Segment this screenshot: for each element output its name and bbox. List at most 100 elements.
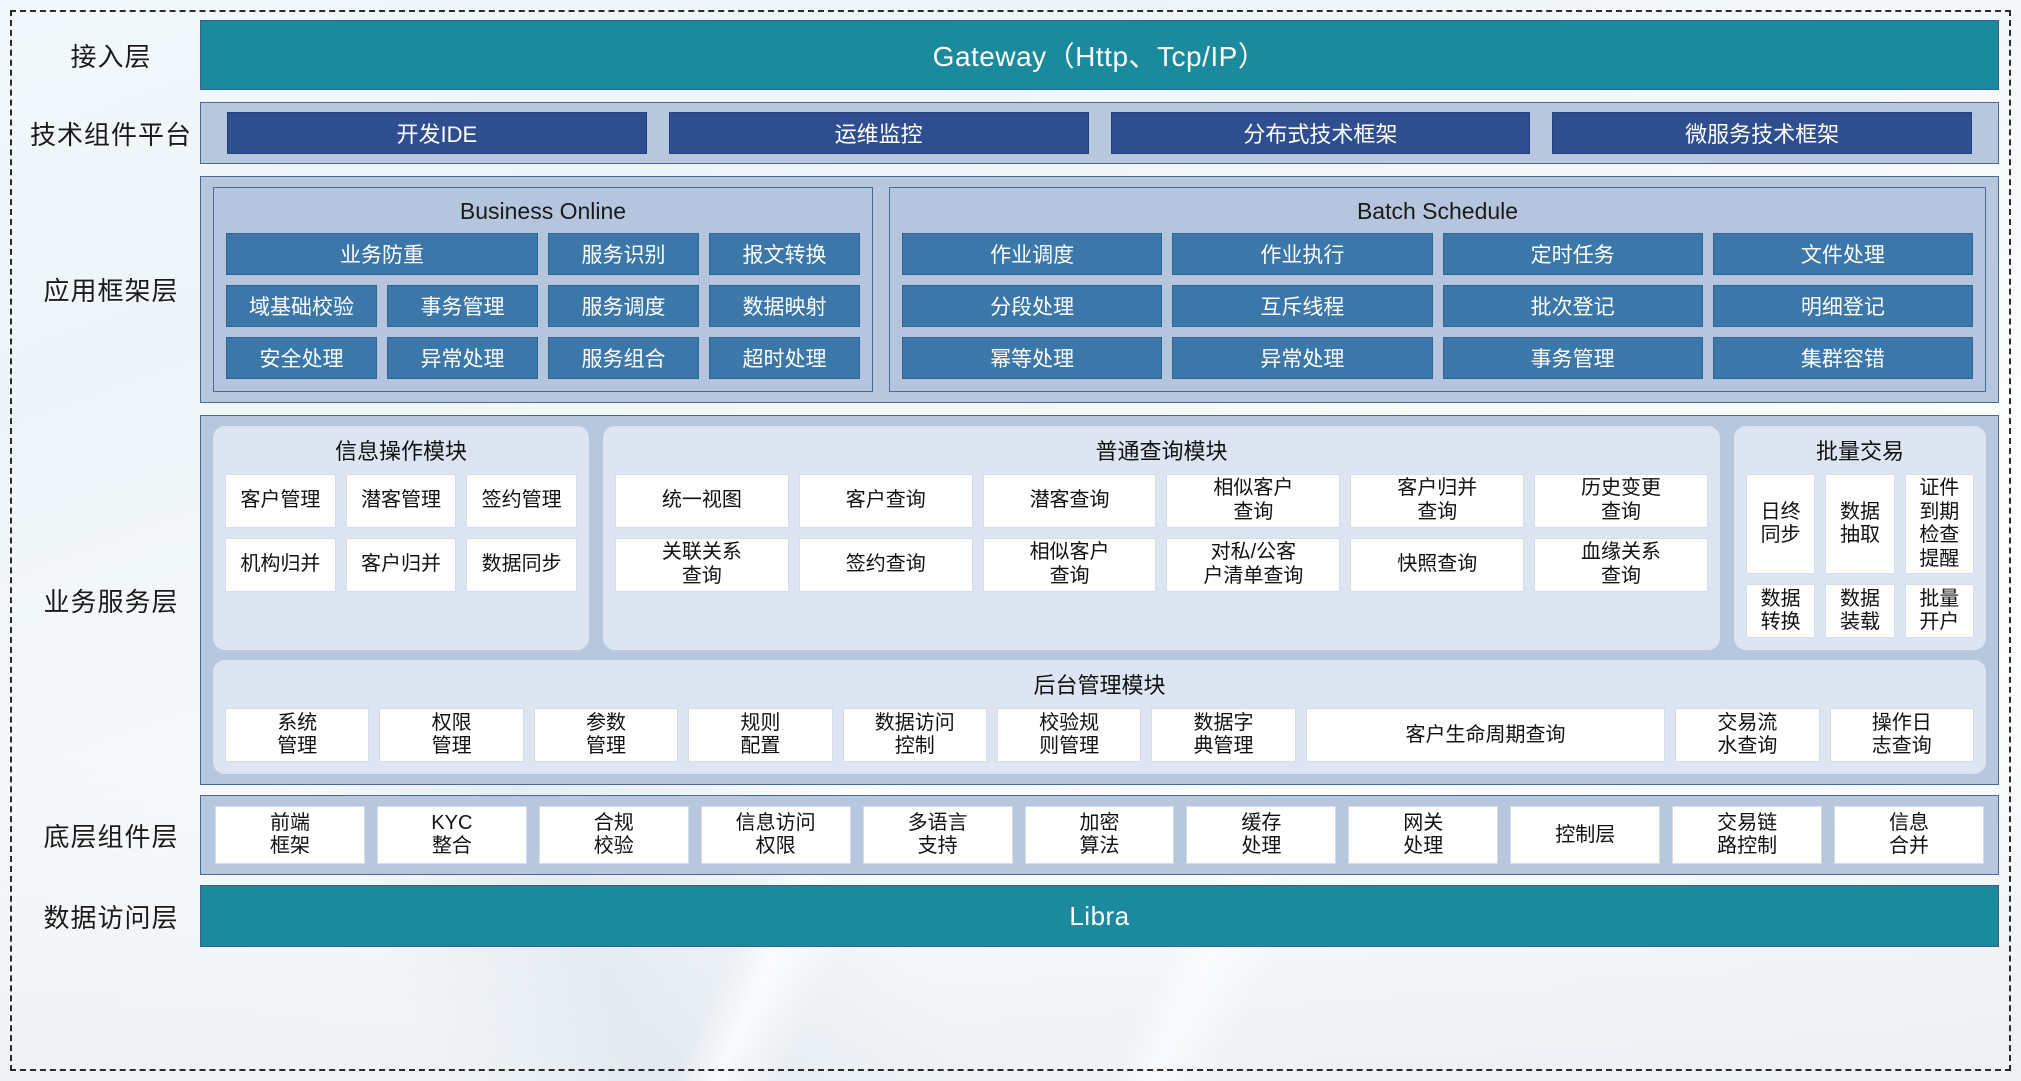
card-batch-transaction-module: 批量交易 日终 同步 数据 抽取 证件到期 检查提醒 数据 转换 数据 装载 [1734, 426, 1986, 651]
fw-chip-domain-validation[interactable]: 域基础校验 [226, 285, 377, 327]
comp-chip-multilingual-support[interactable]: 多语言 支持 [862, 806, 1013, 865]
comp-chip-encryption-algorithm[interactable]: 加密 算法 [1024, 806, 1175, 865]
comp-chip-gateway-processing[interactable]: 网关 处理 [1348, 806, 1499, 865]
layer-body-data-access: Libra [200, 885, 1999, 948]
gateway-bar[interactable]: Gateway（Http、Tcp/IP） [200, 20, 1999, 90]
bs-chip-unified-view[interactable]: 统一视图 [615, 474, 789, 528]
bs-chip-contract-mgmt[interactable]: 签约管理 [466, 474, 578, 528]
fw-chip-idempotent-processing[interactable]: 幂等处理 [902, 337, 1163, 379]
fw-chip-data-mapping[interactable]: 数据映射 [709, 285, 860, 327]
card-common-query-module: 普通查询模块 统一视图 客户查询 潜客查询 相似客户 查询 客户归并 查询 历史… [603, 426, 1720, 651]
bs-chip-history-change-query[interactable]: 历史变更 查询 [1534, 474, 1708, 528]
panel-row: 作业调度 作业执行 定时任务 文件处理 [902, 233, 1973, 275]
fw-chip-cluster-fault-tolerance[interactable]: 集群容错 [1712, 337, 1973, 379]
card-rows-common-query: 统一视图 客户查询 潜客查询 相似客户 查询 客户归并 查询 历史变更 查询 关… [615, 474, 1708, 592]
comp-chip-compliance-validation[interactable]: 合规 校验 [538, 806, 689, 865]
app-framework-strip: Business Online 业务防重 服务识别 报文转换 域基础校验 事务管… [200, 176, 1999, 403]
bs-chip-similar-customer-query-2[interactable]: 相似客户 查询 [982, 538, 1157, 592]
spacer [22, 785, 1999, 795]
comp-chip-transaction-link-control[interactable]: 交易链 路控制 [1672, 806, 1823, 865]
panel-row: 业务防重 服务识别 报文转换 [226, 233, 860, 275]
bs-chip-data-transform[interactable]: 数据 转换 [1746, 584, 1816, 639]
bs-chip-eod-sync[interactable]: 日终 同步 [1746, 474, 1816, 575]
tech-chip-ops-monitoring[interactable]: 运维监控 [668, 112, 1089, 154]
panel-row: 域基础校验 事务管理 服务调度 数据映射 [226, 285, 860, 327]
fw-chip-batch-registration[interactable]: 批次登记 [1442, 285, 1703, 327]
spacer [22, 90, 1999, 102]
panel-row: 幂等处理 异常处理 事务管理 集群容错 [902, 337, 1973, 379]
fw-chip-transaction-mgmt[interactable]: 事务管理 [387, 285, 538, 327]
fw-chip-service-scheduling[interactable]: 服务调度 [548, 285, 699, 327]
card-title-info-operation: 信息操作模块 [334, 439, 467, 464]
fw-chip-business-dedup[interactable]: 业务防重 [226, 233, 538, 275]
bs-chip-customer-merge[interactable]: 客户归并 [345, 538, 457, 592]
fw-chip-detail-registration[interactable]: 明细登记 [1712, 285, 1973, 327]
bs-chip-transaction-flow-query[interactable]: 交易流 水查询 [1675, 708, 1820, 763]
bs-chip-validation-rule-mgmt[interactable]: 校验规 则管理 [996, 708, 1142, 763]
fw-chip-batch-exception-handling[interactable]: 异常处理 [1172, 337, 1433, 379]
tech-chip-dev-ide[interactable]: 开发IDE [227, 112, 647, 154]
bs-chip-customer-query[interactable]: 客户查询 [798, 474, 973, 528]
fw-chip-job-scheduling[interactable]: 作业调度 [902, 233, 1163, 275]
bs-chip-rule-config[interactable]: 规则 配置 [688, 708, 833, 763]
bs-chip-customer-mgmt[interactable]: 客户管理 [225, 474, 336, 528]
card-row: 数据 转换 数据 装载 批量 开户 [1746, 584, 1974, 639]
layer-row-app-framework: 应用框架层 Business Online 业务防重 服务识别 报文转换 域 [22, 176, 1999, 403]
comp-chip-cache-processing[interactable]: 缓存 处理 [1186, 806, 1337, 865]
bs-chip-batch-account-opening[interactable]: 批量 开户 [1904, 584, 1974, 639]
bs-chip-prospect-query[interactable]: 潜客查询 [982, 474, 1157, 528]
bs-chip-certificate-expiry-reminder[interactable]: 证件到期 检查提醒 [1904, 474, 1974, 575]
fw-chip-service-identify[interactable]: 服务识别 [547, 233, 699, 275]
card-title-batch-transaction: 批量交易 [1815, 439, 1904, 464]
layer-row-tech-platform: 技术组件平台 开发IDE 运维监控 分布式技术框架 微服务技术框架 [22, 102, 1999, 164]
fw-chip-service-composition[interactable]: 服务组合 [548, 337, 699, 379]
business-service-top-row: 信息操作模块 客户管理 潜客管理 签约管理 机构归并 客户归并 [213, 426, 1986, 651]
bs-chip-data-dictionary-mgmt[interactable]: 数据字 典管理 [1151, 708, 1296, 763]
bs-chip-snapshot-query[interactable]: 快照查询 [1350, 538, 1525, 592]
fw-chip-segment-processing[interactable]: 分段处理 [902, 285, 1163, 327]
bs-chip-operation-log-query[interactable]: 操作日 志查询 [1829, 708, 1974, 763]
tech-chip-microservice-framework[interactable]: 微服务技术框架 [1552, 112, 1972, 154]
fw-chip-timeout-handling[interactable]: 超时处理 [709, 337, 860, 379]
comp-chip-info-access-permission[interactable]: 信息访问 权限 [700, 806, 851, 865]
bs-chip-data-access-control[interactable]: 数据访问 控制 [842, 708, 987, 763]
bs-chip-org-merge[interactable]: 机构归并 [225, 538, 336, 592]
libra-bar[interactable]: Libra [200, 885, 1999, 948]
card-info-operation-module: 信息操作模块 客户管理 潜客管理 签约管理 机构归并 客户归并 [213, 426, 589, 651]
fw-chip-file-processing[interactable]: 文件处理 [1712, 233, 1973, 275]
fw-chip-batch-transaction-mgmt[interactable]: 事务管理 [1442, 337, 1703, 379]
panel-grid-batch-schedule: 作业调度 作业执行 定时任务 文件处理 分段处理 互斥线程 批次登记 明细登记 [902, 233, 1973, 379]
bs-chip-lineage-query[interactable]: 血缘关系 查询 [1534, 538, 1708, 592]
layer-body-access: Gateway（Http、Tcp/IP） [200, 20, 1999, 90]
comp-chip-control-layer[interactable]: 控制层 [1510, 806, 1661, 865]
comp-chip-frontend-framework[interactable]: 前端 框架 [215, 806, 365, 865]
tech-chip-distributed-framework[interactable]: 分布式技术框架 [1110, 112, 1531, 154]
fw-chip-mutex-thread[interactable]: 互斥线程 [1172, 285, 1433, 327]
comp-chip-info-merge[interactable]: 信息 合并 [1834, 806, 1984, 865]
bs-chip-contract-query[interactable]: 签约查询 [798, 538, 973, 592]
fw-chip-message-transform[interactable]: 报文转换 [708, 233, 860, 275]
bs-chip-customer-lifecycle-query[interactable]: 客户生命周期查询 [1305, 708, 1666, 763]
bs-chip-personal-corporate-list-query[interactable]: 对私/公客 户清单查询 [1166, 538, 1341, 592]
bs-chip-customer-merge-query[interactable]: 客户归并 查询 [1350, 474, 1525, 528]
bs-chip-data-loading[interactable]: 数据 装载 [1825, 584, 1895, 639]
bs-chip-system-mgmt[interactable]: 系统 管理 [225, 708, 370, 763]
bs-chip-prospect-mgmt[interactable]: 潜客管理 [345, 474, 457, 528]
fw-chip-job-execution[interactable]: 作业执行 [1172, 233, 1433, 275]
layer-label-tech-platform: 技术组件平台 [29, 119, 192, 150]
bs-chip-relation-query[interactable]: 关联关系 查询 [615, 538, 789, 592]
bs-chip-data-extraction[interactable]: 数据 抽取 [1825, 474, 1895, 575]
bs-chip-similar-customer-query-1[interactable]: 相似客户 查询 [1166, 474, 1341, 528]
fw-chip-timed-task[interactable]: 定时任务 [1442, 233, 1703, 275]
bs-chip-data-sync[interactable]: 数据同步 [466, 538, 578, 592]
bs-chip-permission-mgmt[interactable]: 权限 管理 [379, 708, 524, 763]
layer-label-access: 接入层 [70, 41, 152, 72]
fw-chip-exception-handling[interactable]: 异常处理 [387, 337, 538, 379]
comp-chip-kyc-integration[interactable]: KYC 整合 [376, 806, 527, 865]
panel-grid-business-online: 业务防重 服务识别 报文转换 域基础校验 事务管理 服务调度 数据映射 [226, 233, 860, 379]
fw-chip-security-processing[interactable]: 安全处理 [226, 337, 377, 379]
layer-body-component: 前端 框架 KYC 整合 合规 校验 信息访问 权限 多语言 支持 加密 算法 … [200, 795, 1999, 876]
panel-title-business-online: Business Online [459, 198, 627, 224]
bs-chip-parameter-mgmt[interactable]: 参数 管理 [533, 708, 679, 763]
